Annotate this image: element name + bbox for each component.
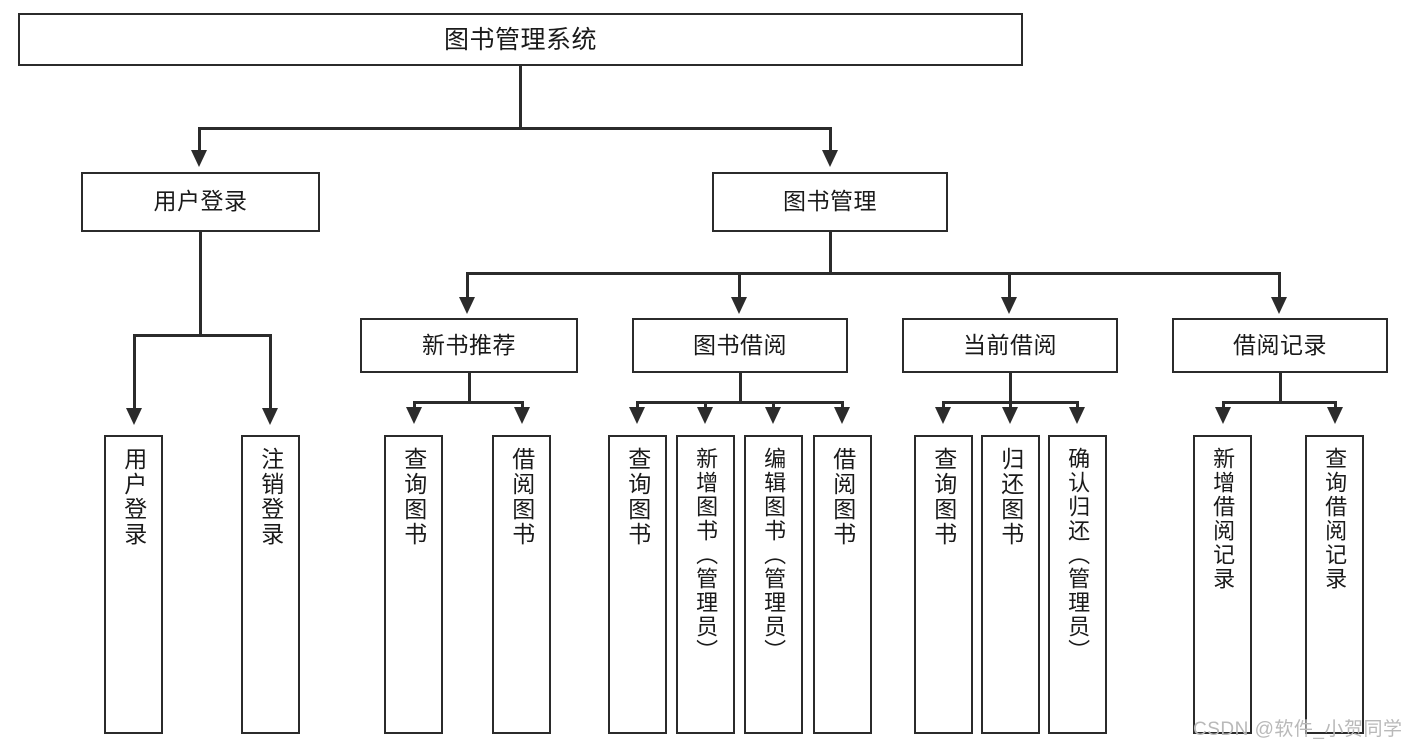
node-label: 查询图书 [930, 447, 957, 547]
node-label: 用户登录 [153, 188, 248, 215]
node-user-login[interactable]: 用户登录 [81, 172, 320, 232]
arrow-borrow-to-leaf-4 [834, 407, 850, 424]
node-label: 新增借阅记录 [1210, 447, 1236, 591]
node-current-borrow[interactable]: 当前借阅 [902, 318, 1118, 373]
node-label: 借阅图书 [508, 447, 535, 547]
connector-bookmgmt-to-lvl2-1 [466, 272, 469, 297]
watermark-text: CSDN @软件_小贺同学 [1193, 719, 1403, 740]
node-label: 查询借阅记录 [1322, 447, 1348, 591]
arrow-root-to-login [191, 150, 207, 167]
arrow-current-to-leaf-1 [935, 407, 951, 424]
arrow-bookmgmt-to-lvl2-1 [459, 297, 475, 314]
connector-bookmgmt-bar [466, 272, 1280, 275]
leaf-recommend-query-book[interactable]: 查询图书 [384, 435, 443, 734]
node-label: 确认归还（管理员） [1065, 447, 1091, 663]
node-book-management[interactable]: 图书管理 [712, 172, 948, 232]
connector-borrow-to-leaf-1 [636, 401, 639, 409]
connector-borrow-to-leaf-2 [704, 401, 707, 409]
arrow-recommend-to-leaf-2 [514, 407, 530, 424]
arrow-root-to-bookmgmt [822, 150, 838, 167]
connector-current-stem [1009, 373, 1012, 403]
connector-record-stem [1279, 373, 1282, 403]
leaf-record-query-record[interactable]: 查询借阅记录 [1305, 435, 1364, 734]
arrow-borrow-to-leaf-1 [629, 407, 645, 424]
leaf-logout[interactable]: 注销登录 [241, 435, 300, 734]
arrow-record-to-leaf-2 [1327, 407, 1343, 424]
arrow-current-to-leaf-2 [1002, 407, 1018, 424]
node-borrow-record[interactable]: 借阅记录 [1172, 318, 1388, 373]
leaf-borrow-query-book[interactable]: 查询图书 [608, 435, 667, 734]
arrow-borrow-to-leaf-2 [697, 407, 713, 424]
connector-borrow-stem [739, 373, 742, 403]
connector-bookmgmt-to-lvl2-3 [1008, 272, 1011, 297]
node-label: 借阅图书 [829, 447, 856, 547]
connector-borrow-to-leaf-3 [772, 401, 775, 409]
connector-login-to-leaf-2 [269, 334, 272, 408]
node-label: 查询图书 [400, 447, 427, 547]
arrow-borrow-to-leaf-3 [765, 407, 781, 424]
arrow-recommend-to-leaf-1 [406, 407, 422, 424]
connector-record-bar [1222, 401, 1336, 404]
leaf-borrow-edit-book-admin[interactable]: 编辑图书（管理员） [744, 435, 803, 734]
leaf-borrow-borrow-book[interactable]: 借阅图书 [813, 435, 872, 734]
node-label: 借阅记录 [1233, 331, 1327, 358]
connector-root-to-login [198, 127, 201, 150]
arrow-bookmgmt-to-lvl2-4 [1271, 297, 1287, 314]
connector-bookmgmt-stem [829, 232, 832, 274]
connector-root-bar [198, 127, 832, 130]
arrow-current-to-leaf-3 [1069, 407, 1085, 424]
connector-bookmgmt-to-lvl2-4 [1278, 272, 1281, 297]
connector-record-to-leaf-2 [1334, 401, 1337, 409]
leaf-current-confirm-return-admin[interactable]: 确认归还（管理员） [1048, 435, 1107, 734]
leaf-recommend-borrow-book[interactable]: 借阅图书 [492, 435, 551, 734]
node-label: 新增图书（管理员） [693, 447, 719, 663]
node-label: 归还图书 [997, 447, 1024, 547]
connector-borrow-bar [636, 401, 844, 404]
arrow-login-to-leaf-2 [262, 408, 278, 425]
node-label: 查询图书 [624, 447, 651, 547]
node-label: 图书管理 [783, 188, 877, 215]
arrow-record-to-leaf-1 [1215, 407, 1231, 424]
leaf-current-query-book[interactable]: 查询图书 [914, 435, 973, 734]
arrow-bookmgmt-to-lvl2-3 [1001, 297, 1017, 314]
connector-bookmgmt-to-lvl2-2 [738, 272, 741, 297]
arrow-login-to-leaf-1 [126, 408, 142, 425]
connector-current-to-leaf-2 [1009, 401, 1012, 409]
connector-recommend-stem [468, 373, 471, 403]
connector-login-to-leaf-1 [133, 334, 136, 408]
node-label: 图书借阅 [693, 331, 787, 358]
connector-root-stem [519, 66, 522, 129]
leaf-current-return-book[interactable]: 归还图书 [981, 435, 1040, 734]
node-book-borrow[interactable]: 图书借阅 [632, 318, 848, 373]
leaf-record-add-record[interactable]: 新增借阅记录 [1193, 435, 1252, 734]
leaf-borrow-add-book-admin[interactable]: 新增图书（管理员） [676, 435, 735, 734]
connector-borrow-to-leaf-4 [841, 401, 844, 409]
connector-recommend-to-leaf-1 [413, 401, 416, 409]
connector-current-to-leaf-1 [942, 401, 945, 409]
arrow-bookmgmt-to-lvl2-2 [731, 297, 747, 314]
node-label: 图书管理系统 [443, 25, 597, 54]
node-label: 当前借阅 [963, 331, 1057, 358]
node-label: 编辑图书（管理员） [761, 447, 787, 663]
connector-recommend-to-leaf-2 [521, 401, 524, 409]
connector-login-stem [199, 232, 202, 336]
connector-recommend-bar [413, 401, 523, 404]
connector-current-to-leaf-3 [1076, 401, 1079, 409]
leaf-user-login[interactable]: 用户登录 [104, 435, 163, 734]
node-label: 用户登录 [120, 447, 147, 547]
node-root-system[interactable]: 图书管理系统 [18, 13, 1023, 66]
node-new-book-recommend[interactable]: 新书推荐 [360, 318, 578, 373]
connector-record-to-leaf-1 [1222, 401, 1225, 409]
connector-login-bar [133, 334, 271, 337]
node-label: 注销登录 [257, 447, 284, 547]
node-label: 新书推荐 [422, 331, 516, 358]
connector-root-to-bookmgmt [829, 127, 832, 150]
